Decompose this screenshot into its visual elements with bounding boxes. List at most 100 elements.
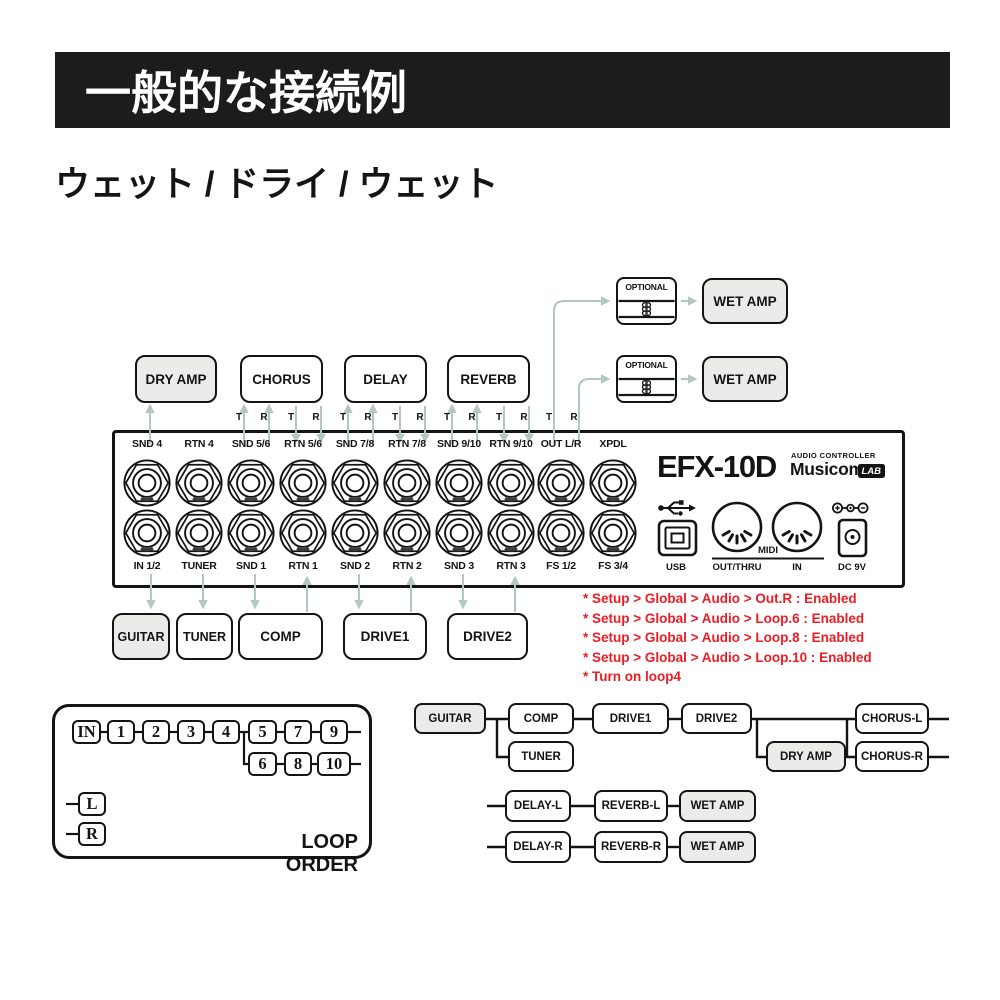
optional-label: OPTIONAL [625,282,668,292]
loop-order-title: LOOP ORDER [285,831,358,876]
jack-icon [435,509,483,557]
jack-label: SND 5/6 [231,438,271,450]
jack-label: IN 1/2 [133,560,161,572]
brand-suffix-badge: LAB [858,464,885,478]
jack-icon [123,459,171,507]
loop-right-box: R [78,822,106,846]
loop-step-box: 3 [177,720,205,744]
tip-label: T [443,412,451,423]
ring-label: R [312,412,320,423]
jack-icon [383,509,431,557]
ring-label: R [260,412,268,423]
flow-wet-amp-box: WET AMP [679,831,756,863]
midi-in-label: IN [792,562,802,573]
flow-connectors [486,717,949,849]
dc-label: DC 9V [838,562,866,573]
ring-label: R [570,412,578,423]
ring-label: R [520,412,528,423]
tip-label: T [235,412,243,423]
midi-out-icon [711,501,763,553]
setup-notes: * Setup > Global > Audio > Out.R : Enabl… [583,589,872,687]
jack-icon [537,509,585,557]
loop-order-connectors [66,730,361,836]
transformer-icon [618,299,675,319]
comp-box: COMP [238,613,323,660]
device-panel [112,430,905,588]
jack-label: RTN 2 [392,560,422,572]
wet-amp-box: WET AMP [702,356,788,402]
jack-label: RTN 5/6 [284,438,322,450]
jack-label: SND 3 [444,560,474,572]
optional-transformer-box: OPTIONAL [616,277,677,325]
setup-note: * Setup > Global > Audio > Out.R : Enabl… [583,591,857,606]
midi-label: MIDI [757,545,779,556]
loop-step-box: 7 [284,720,312,744]
jack-icon [331,459,379,507]
flow-delay-l-box: DELAY-L [505,790,571,822]
jack-icon [227,509,275,557]
loop-in-box: IN [72,720,101,744]
loop-left-box: L [78,792,106,816]
jack-label: SND 1 [236,560,266,572]
flow-guitar-box: GUITAR [414,703,486,734]
optional-transformer-box: OPTIONAL [616,355,677,403]
jack-icon [227,459,275,507]
page-title: 一般的な接続例 [85,67,407,119]
jack-icon [383,459,431,507]
midi-in-icon [771,501,823,553]
chorus-box: CHORUS [240,355,323,403]
midi-out-label: OUT/THRU [712,562,762,573]
transformer-icon [618,377,675,397]
pedal-arrows [146,574,520,612]
setup-note: * Setup > Global > Audio > Loop.10 : Ena… [583,649,872,665]
flow-drive2-box: DRIVE2 [681,703,752,734]
top-jack-row [123,459,637,507]
title-bar: 一般的な接続例 [55,52,950,128]
dry-amp-box: DRY AMP [135,355,217,403]
dc-power-icon [832,502,869,558]
loop-step-box: 4 [212,720,240,744]
ring-label: R [468,412,476,423]
jack-label: FS 1/2 [546,560,576,572]
tip-label: T [287,412,295,423]
flow-wet-amp-box: WET AMP [679,790,756,822]
tip-label: T [339,412,347,423]
jack-label: SND 9/10 [437,438,481,450]
guitar-box: GUITAR [112,613,170,660]
tip-label: T [545,412,553,423]
flow-drive1-box: DRIVE1 [592,703,669,734]
tip-label: T [391,412,399,423]
return-arrows-down [291,406,534,444]
loop-step-box: 10 [317,752,351,776]
loop-step-box: 8 [284,752,312,776]
flow-dry-amp-box: DRY AMP [766,741,846,772]
flow-reverb-r-box: REVERB-R [594,831,668,863]
jack-icon [175,459,223,507]
flow-reverb-l-box: REVERB-L [594,790,668,822]
jack-label: RTN 1 [288,560,318,572]
wet-amp-box: WET AMP [702,278,788,324]
device-model: EFX-10D [657,449,777,484]
jack-label: RTN 9/10 [489,438,533,450]
jack-label: FS 3/4 [598,560,628,572]
usb-icon [657,500,698,557]
jack-icon [123,509,171,557]
loop-order-panel [52,704,372,859]
jack-icon [175,509,223,557]
flow-comp-box: COMP [508,703,574,734]
delay-box: DELAY [344,355,427,403]
jack-label: OUT L/R [540,438,582,450]
jack-label: TUNER [181,560,217,572]
jack-label: RTN 4 [184,438,214,450]
loop-step-box: 9 [320,720,348,744]
jack-label: SND 7/8 [335,438,375,450]
loop-step-box: 2 [142,720,170,744]
flow-delay-r-box: DELAY-R [505,831,571,863]
loop-step-box: 1 [107,720,135,744]
ring-label: R [364,412,372,423]
jack-icon [331,509,379,557]
flow-tuner-box: TUNER [508,741,574,772]
jack-icon [279,459,327,507]
